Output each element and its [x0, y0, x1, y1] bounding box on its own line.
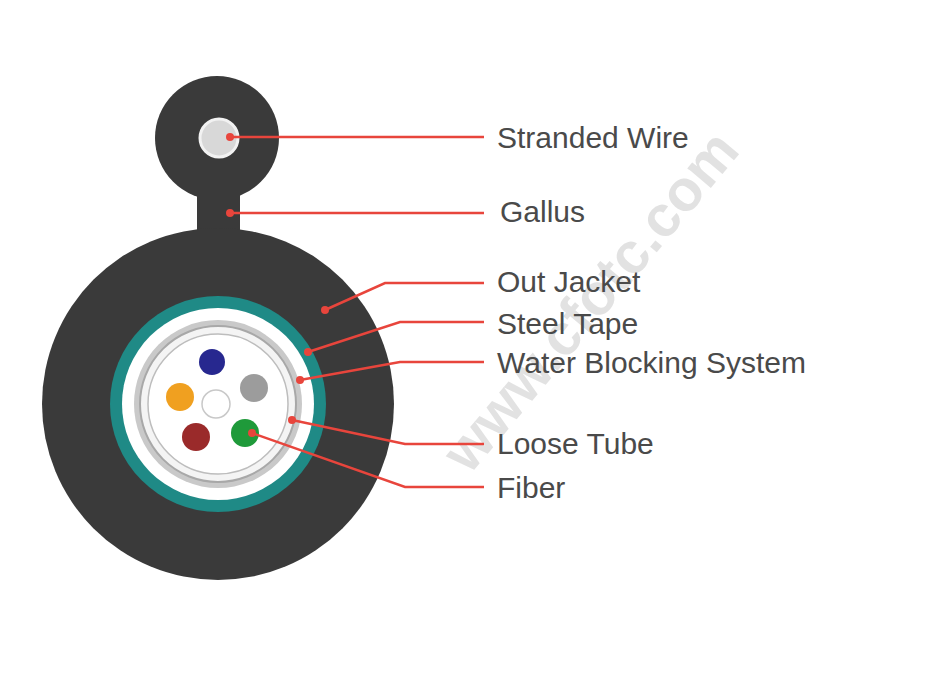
stranded-wire [200, 119, 238, 157]
gel-region [148, 334, 288, 474]
leader-dot [226, 209, 234, 217]
part-label: Water Blocking System [497, 346, 806, 379]
leader-dots [226, 133, 329, 437]
leader-dot [248, 429, 256, 437]
leader-line [308, 322, 484, 352]
leader-line [325, 283, 484, 310]
fiber-blue [199, 349, 225, 375]
leader-line [230, 212, 484, 215]
leader-line [252, 433, 484, 487]
loose-tube-wall [134, 320, 302, 488]
leader-dot [288, 416, 296, 424]
part-label: Stranded Wire [497, 121, 689, 154]
leader-dot [226, 133, 234, 141]
central-member [202, 390, 230, 418]
part-label: Fiber [497, 471, 565, 504]
part-label: Loose Tube [497, 427, 654, 460]
fiber-green [231, 419, 259, 447]
leader-line [300, 362, 484, 380]
steel-tape [110, 296, 326, 512]
part-label: Out Jacket [497, 265, 640, 298]
part-label: Steel Tape [497, 307, 638, 340]
fiber-red [182, 423, 210, 451]
fiber-orange [166, 383, 194, 411]
leader-lines [230, 137, 484, 487]
part-label: Gallus [500, 195, 585, 228]
leader-dot [304, 348, 312, 356]
leader-dot [296, 376, 304, 384]
water-blocking-layer [122, 308, 314, 500]
fiber-gray [240, 374, 268, 402]
outer-jacket [42, 228, 394, 580]
loose-tube-inner [140, 326, 296, 482]
leader-line [230, 136, 484, 139]
leader-dot [321, 306, 329, 314]
leader-line [292, 420, 484, 444]
